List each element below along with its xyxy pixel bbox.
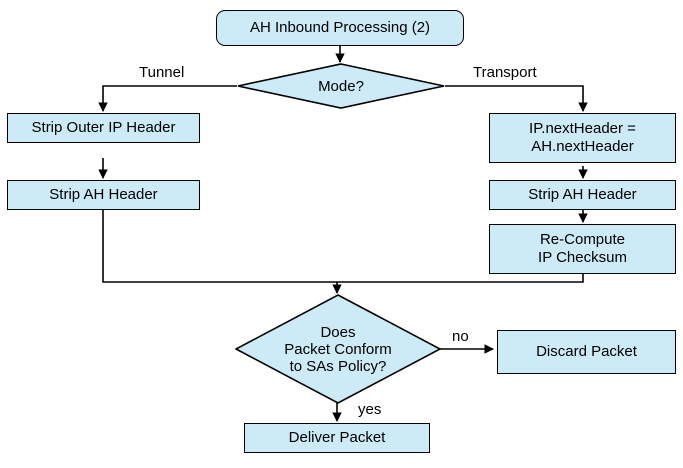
edge-label-tunnel: Tunnel (139, 64, 185, 81)
edge-label-yes: yes (358, 401, 382, 418)
node-recompute-ip-checksum[interactable]: Re-Compute IP Checksum (489, 224, 676, 274)
edge-mode-transport (445, 85, 588, 112)
edge-tunnel-merge (102, 207, 337, 283)
edge-mode-tunnel (98, 85, 237, 112)
node-ip-nextheader-assignment[interactable]: IP.nextHeader = AH.nextHeader (489, 113, 676, 163)
node-strip-ah-header-transport[interactable]: Strip AH Header (489, 180, 676, 210)
edge-label-no: no (452, 328, 469, 345)
edge-label-transport: Transport (473, 64, 537, 81)
mode-diamond-shape (237, 63, 445, 109)
node-deliver-packet[interactable]: Deliver Packet (244, 423, 430, 453)
node-conform-decision[interactable]: Does Packet Conform to SAs Policy? (235, 294, 441, 404)
node-mode-decision[interactable]: Mode? (237, 63, 445, 109)
node-strip-outer-ip-header[interactable]: Strip Outer IP Header (7, 113, 200, 143)
node-strip-ah-header-tunnel[interactable]: Strip AH Header (7, 180, 200, 210)
node-discard-packet[interactable]: Discard Packet (497, 330, 676, 374)
conform-diamond-shape (235, 294, 441, 404)
edge-transport-merge (337, 271, 584, 283)
node-ah-inbound-processing[interactable]: AH Inbound Processing (2) (216, 10, 464, 46)
